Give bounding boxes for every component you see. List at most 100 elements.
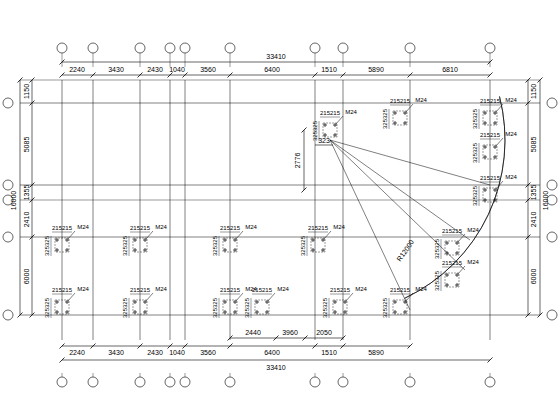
dimension-line [315, 145, 333, 146]
anchor-bolt [447, 241, 448, 245]
dimension-line [129, 298, 130, 318]
axis-line [343, 80, 344, 340]
anchor-bolt [135, 300, 136, 304]
dimension-line [540, 80, 541, 315]
base-plate [311, 238, 325, 252]
dimension-tick [488, 60, 493, 65]
bolt-dimension: 325 [434, 249, 440, 259]
radial-line [330, 140, 465, 270]
bolt-dimension: 325 [44, 298, 50, 308]
dimension-tick [408, 73, 413, 78]
axis-bubble [547, 310, 557, 320]
anchor-bolt [325, 123, 326, 127]
dimension-line [304, 130, 305, 190]
dimension-line [130, 294, 150, 295]
bolt-dimension: M24 [155, 224, 167, 230]
axis-bubble [310, 43, 320, 53]
anchor-bolt [335, 133, 336, 137]
base-plate [445, 241, 459, 255]
bubble-leader [230, 53, 231, 67]
bolt-dimension: 325 [472, 143, 478, 153]
bolt-dimension: 215 [320, 110, 330, 116]
bolt-dimension: 215 [442, 228, 452, 234]
anchor-bolt [485, 111, 486, 115]
anchor-bolt [495, 145, 496, 149]
axis-bubble [3, 310, 13, 320]
axis-line [230, 80, 231, 340]
axis-bubble [338, 43, 348, 53]
axis-bubble [88, 377, 98, 387]
anchor-bolt [323, 238, 324, 242]
bolt-dimension: 325 [312, 121, 318, 131]
bolt-dimension: 325 [212, 308, 218, 318]
dimension-text: 2430 [147, 349, 163, 356]
axis-line [20, 80, 540, 81]
bolt-dimension: M24 [467, 259, 479, 265]
bolt-dimension: M24 [277, 286, 289, 292]
anchor-bolt [67, 310, 68, 314]
bolt-dimension: M24 [77, 224, 89, 230]
axis-bubble [405, 377, 415, 387]
dimension-text: 3560 [200, 66, 216, 73]
dimension-line [230, 338, 343, 339]
bolt-dimension: 325 [434, 239, 440, 249]
dimension-line [220, 232, 240, 233]
anchor-bolt [457, 251, 458, 255]
dimension-line [390, 105, 410, 106]
dimension-text: 2776 [294, 152, 301, 168]
axis-bubble [547, 180, 557, 190]
dimension-line [330, 294, 350, 295]
dimension-line [308, 232, 328, 233]
bolt-dimension: 215 [140, 225, 150, 231]
base-plate [133, 238, 147, 252]
bolt-dimension: 215 [480, 132, 490, 138]
anchor-bolt [405, 111, 406, 115]
dimension-tick [168, 73, 173, 78]
bolt-dimension: 325 [434, 281, 440, 291]
dimension-line [441, 271, 442, 291]
anchor-bolt [235, 238, 236, 242]
bolt-dimension: 325 [44, 246, 50, 256]
axis-bubble [165, 43, 175, 53]
dimension-tick [274, 336, 279, 341]
dimension-text: 2410 [23, 211, 30, 227]
anchor-bolt [335, 300, 336, 304]
dimension-tick [526, 183, 531, 188]
dimension-line [51, 298, 52, 318]
base-plate [55, 238, 69, 252]
bolt-dimension: 215 [308, 225, 318, 231]
bolt-dimension: 215 [400, 98, 410, 104]
bolt-dimension: 215 [130, 225, 140, 231]
axis-bubble [88, 43, 98, 53]
dimension-line [480, 182, 500, 183]
dimension-line [479, 109, 480, 129]
dimension-tick [18, 78, 23, 83]
anchor-bolt [405, 310, 406, 314]
dimension-line [320, 117, 340, 118]
dimension-text: 3430 [108, 66, 124, 73]
axis-line [93, 80, 94, 340]
dimension-text: 2430 [147, 66, 163, 73]
axis-bubble [57, 377, 67, 387]
dimension-text: 2050 [316, 329, 332, 336]
bolt-dimension: 215 [442, 260, 452, 266]
axis-line [140, 80, 141, 340]
bolt-dimension: M24 [415, 286, 427, 292]
dimension-tick [228, 344, 233, 349]
axis-line [20, 200, 540, 201]
dimension-text: 2240 [69, 349, 85, 356]
dimension-tick [303, 336, 308, 341]
dimension-text: 3560 [200, 349, 216, 356]
bolt-dimension: 325 [472, 109, 478, 119]
dimension-tick [526, 313, 531, 318]
anchor-bolt [495, 198, 496, 202]
axis-bubble [310, 377, 320, 387]
bolt-dimension: M24 [467, 227, 479, 233]
base-plate [483, 145, 497, 159]
anchor-bolt [57, 248, 58, 252]
axis-bubble [135, 43, 145, 53]
dimension-text: 6000 [23, 268, 30, 284]
bolt-dimension: 215 [330, 110, 340, 116]
dimension-line [219, 298, 220, 318]
bolt-dimension: 215 [390, 287, 400, 293]
